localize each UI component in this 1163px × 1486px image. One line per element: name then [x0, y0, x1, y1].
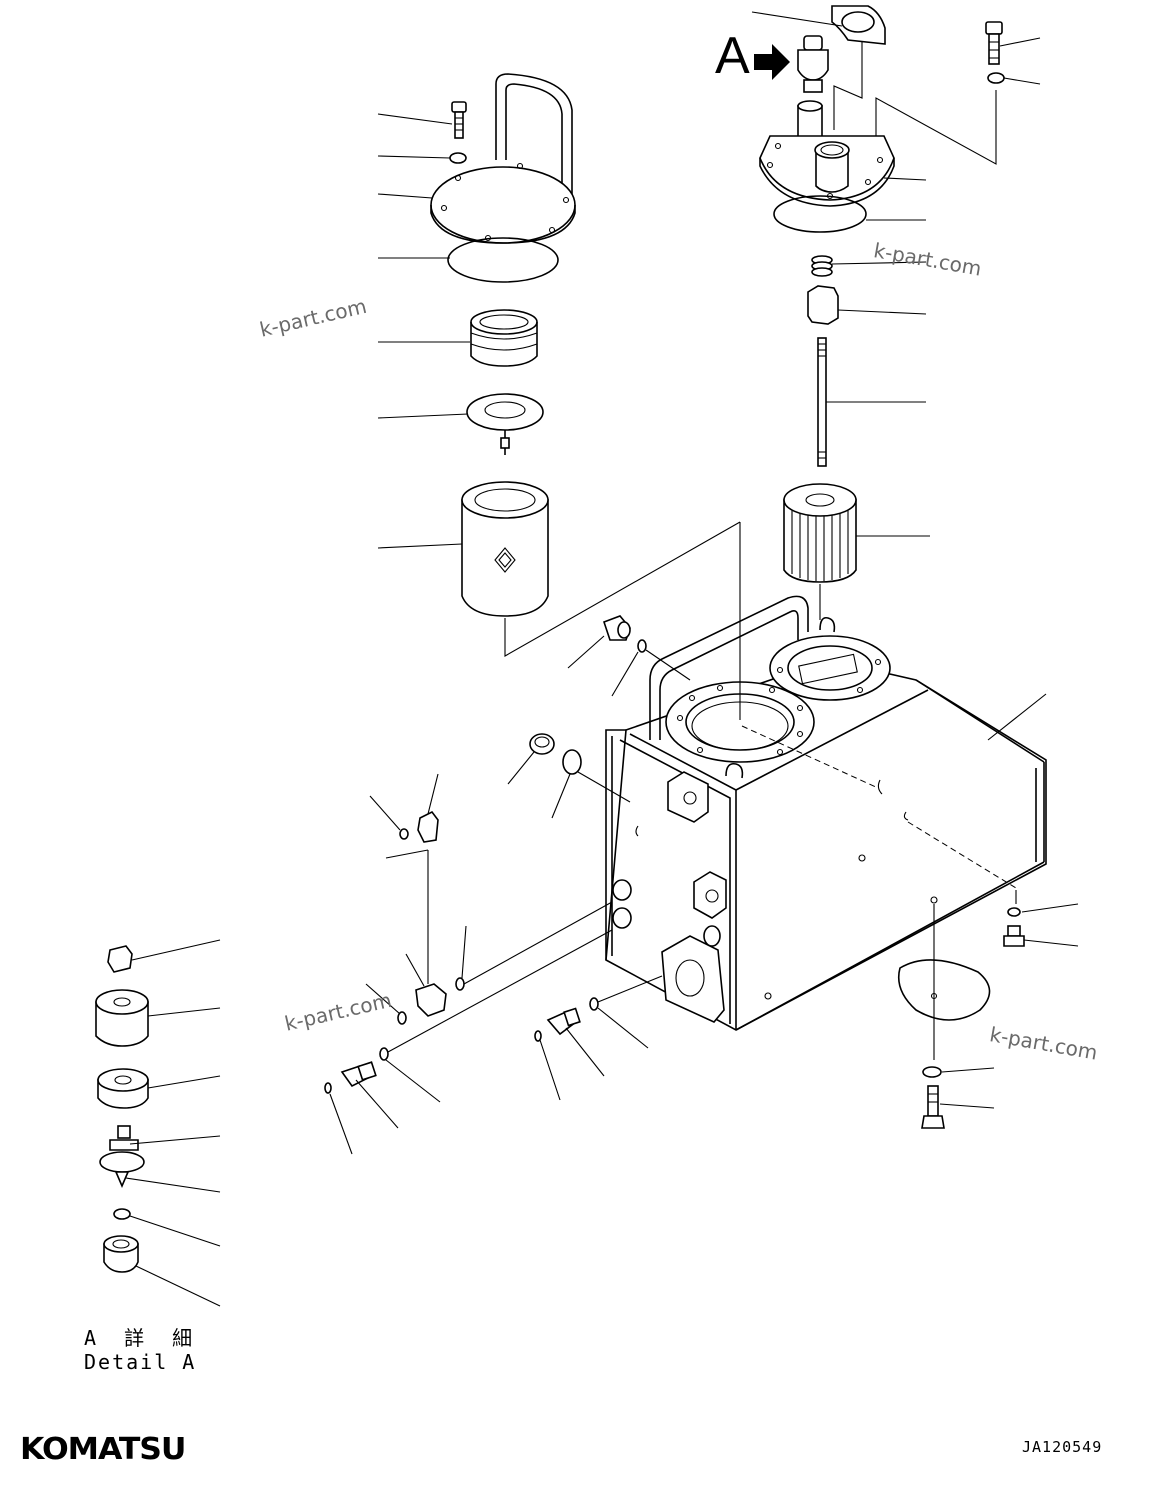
washer-right-top	[987, 72, 1005, 84]
bottom-gasket	[897, 959, 991, 1021]
bolt-left-top	[451, 101, 467, 139]
detail-nut	[103, 1235, 139, 1273]
cover-plate-left	[430, 162, 576, 244]
cover-plate-right	[759, 135, 895, 207]
tank-flange-small	[769, 635, 891, 701]
gasket-right	[773, 195, 867, 233]
arrow-right-icon	[754, 44, 790, 80]
gasket-left	[447, 237, 559, 283]
port-flange-mid-front	[693, 871, 727, 919]
elbow-fitting	[417, 810, 439, 843]
detail-cap	[107, 945, 133, 973]
valve-body-a	[797, 35, 829, 93]
cover-handle	[495, 73, 573, 196]
side-port-lower	[612, 907, 632, 929]
detail-oring	[113, 1208, 131, 1220]
detail-body	[97, 1068, 149, 1109]
hex-nut-right	[807, 285, 839, 325]
side-port-upper	[612, 879, 632, 901]
leader-lines	[125, 11, 1079, 1307]
nipple-right	[546, 1007, 581, 1036]
drain-plug	[1003, 925, 1025, 947]
breather-cap	[831, 5, 886, 45]
komatsu-logo: KOMATSU	[20, 1432, 187, 1467]
tie-rod	[817, 337, 827, 467]
detail-valve-stem	[99, 1125, 145, 1189]
spring-right	[811, 255, 833, 277]
nipple-left	[340, 1061, 377, 1088]
bolt-bottom	[921, 1085, 945, 1129]
drawing-number: JA120549	[1022, 1438, 1103, 1456]
right-cap-assembly	[754, 5, 1005, 620]
detail-weight	[95, 989, 149, 1047]
tank-flange-large	[665, 681, 815, 763]
detail-label-english: Detail A	[84, 1350, 197, 1374]
oring-upper	[637, 639, 647, 653]
oring-drain	[1007, 907, 1021, 917]
filter-element-right	[783, 483, 857, 583]
leader-tank	[987, 693, 1047, 741]
valve-plate-left	[466, 393, 544, 455]
washer-left-top	[449, 152, 467, 164]
plug-upper	[602, 615, 631, 641]
detail-label-japanese: A 詳 細	[84, 1326, 201, 1350]
port-flange-top-front	[667, 771, 709, 823]
suction-flange	[661, 925, 725, 1023]
oring-elbow	[399, 828, 409, 840]
tee-fitting	[415, 983, 447, 1017]
hydraulic-tank	[605, 595, 1047, 1031]
bolt-right-top	[985, 21, 1003, 65]
plug-mid	[529, 733, 555, 755]
washer-bottom	[922, 1066, 942, 1078]
tank-handle	[649, 595, 809, 740]
filter-element-left	[461, 481, 549, 617]
detail-a-parts	[95, 945, 149, 1273]
left-cover-assembly	[430, 73, 741, 657]
oring-mid	[562, 749, 582, 775]
spring-left	[470, 309, 538, 367]
callout-label-a: A	[715, 27, 750, 85]
